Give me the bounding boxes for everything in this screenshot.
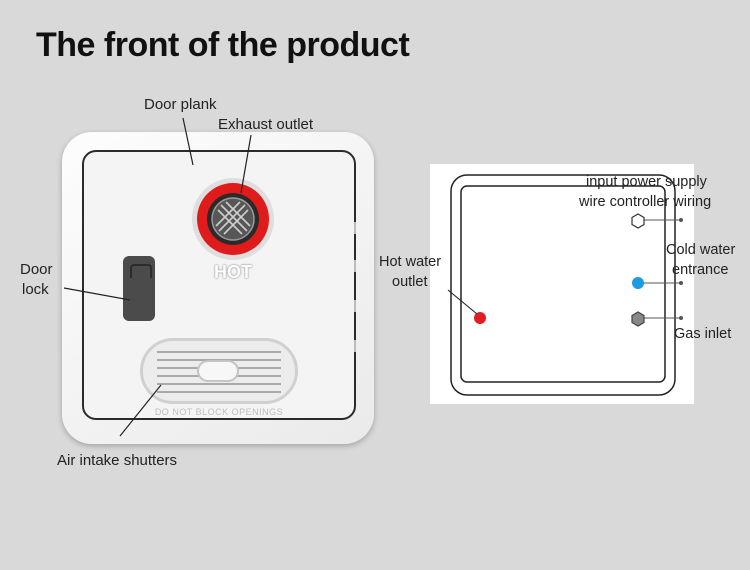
label-cold-water-1: Cold water xyxy=(666,242,736,258)
air-intake-leader xyxy=(119,384,162,437)
schematic-panel xyxy=(430,164,694,404)
label-hot-water-1: Hot water xyxy=(379,254,442,270)
cold-water-port xyxy=(632,277,644,289)
side-tick xyxy=(354,260,356,272)
grille-slat xyxy=(157,351,281,353)
exhaust-outlet-leader xyxy=(240,134,252,194)
hot-label: HOT xyxy=(214,262,252,282)
hot-water-leader xyxy=(447,289,478,315)
label-door-lock-2: lock xyxy=(22,281,49,298)
door-plank-leader xyxy=(182,117,194,166)
page-title: The front of the product xyxy=(36,26,410,64)
schematic-inner-outline xyxy=(460,185,666,383)
warning-text: DO NOT BLOCK OPENINGS xyxy=(154,407,284,417)
side-tick xyxy=(354,300,356,312)
side-tick xyxy=(354,340,356,352)
grille-slat xyxy=(157,391,281,393)
label-cold-water-2: entrance xyxy=(672,262,729,278)
air-intake-shutters xyxy=(140,338,298,404)
label-door-lock-1: Door xyxy=(20,261,53,278)
label-gas-inlet: Gas inlet xyxy=(674,326,732,342)
door-lock-leader xyxy=(63,287,131,301)
label-input-power-2: wire controller wiring xyxy=(579,194,712,210)
side-tick xyxy=(354,222,356,234)
label-hot-water-2: outlet xyxy=(392,274,428,290)
gas-inlet-port xyxy=(631,311,645,327)
schematic-outer-outline xyxy=(450,174,676,396)
label-door-plank: Door plank xyxy=(144,96,217,113)
exhaust-outlet xyxy=(192,178,274,260)
grille-knob xyxy=(197,360,239,382)
grille-slat xyxy=(157,383,281,385)
door-lock-slot xyxy=(130,264,152,278)
hot-water-port xyxy=(474,312,486,324)
label-exhaust-outlet: Exhaust outlet xyxy=(218,116,314,133)
label-input-power-1: input power supply xyxy=(586,174,707,190)
door-lock[interactable] xyxy=(123,256,155,321)
schematic-diagram xyxy=(447,174,683,396)
label-air-intake: Air intake shutters xyxy=(57,452,178,469)
power-supply-port xyxy=(631,213,645,229)
